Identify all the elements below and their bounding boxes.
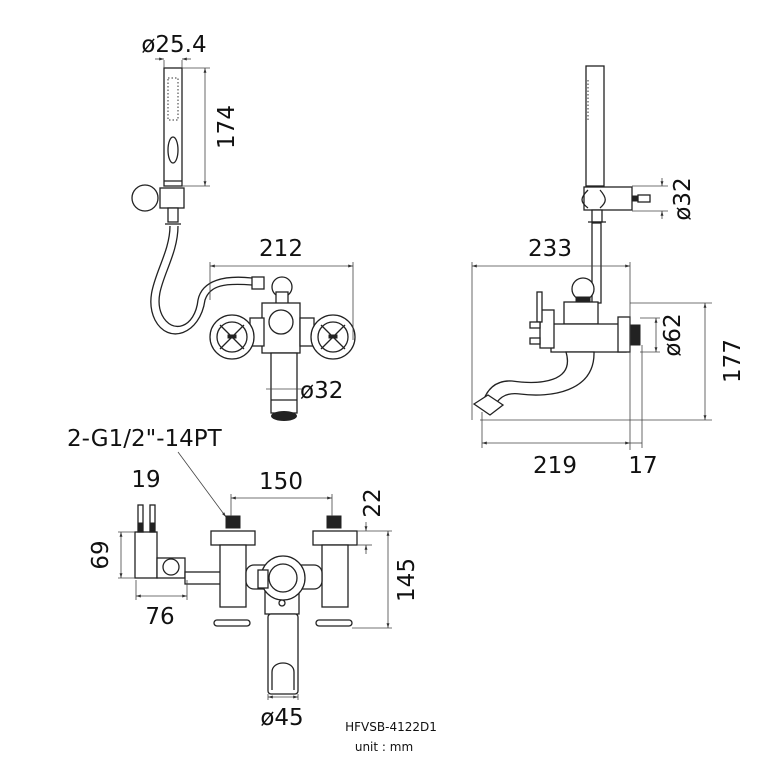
holder-bracket-bottom	[134, 504, 186, 579]
hand-shower-side	[585, 65, 605, 187]
dim-body-depth: 145	[394, 558, 420, 602]
hose-nut	[251, 276, 265, 290]
side-view: ø32 233 ø62 177 219 17	[471, 65, 746, 479]
thread-spec-label: 2-G1/2"-14PT	[67, 426, 223, 452]
unit-label: unit : mm	[355, 740, 413, 754]
holder-side	[583, 186, 633, 211]
dim-inlet-spacing: 150	[259, 469, 303, 495]
dim-flange-diameter: ø62	[660, 313, 686, 356]
dim-overall-depth: 233	[528, 236, 572, 262]
hot-handle	[209, 314, 255, 360]
dim-holder-pin-spacing: 19	[131, 467, 160, 493]
dim-holder-height: 69	[88, 540, 114, 569]
dim-holder-width: 76	[145, 604, 174, 630]
dim-flange-thickness: 17	[628, 453, 657, 479]
front-view: ø25.4 174 212 ø32	[131, 32, 356, 421]
dim-spout-diameter-front: ø32	[300, 378, 343, 404]
mixer-body-side	[550, 323, 627, 353]
bottom-view: 2-G1/2"-14PT	[67, 426, 420, 731]
shower-holder	[131, 184, 185, 225]
dim-overall-width: 212	[259, 236, 303, 262]
dim-hand-shower-diameter: ø25.4	[141, 32, 206, 58]
shower-hose	[150, 225, 253, 335]
dim-holder-diameter: ø32	[670, 177, 696, 220]
model-number: HFVSB-4122D1	[345, 720, 437, 734]
hand-shower	[163, 67, 183, 187]
wall-flange	[617, 316, 631, 353]
spout-bottom	[267, 613, 299, 695]
dim-spout-projection: 219	[533, 453, 577, 479]
dim-inlet-thread-length: 22	[360, 488, 386, 517]
diverter-knob	[268, 309, 294, 335]
dim-overall-height: 177	[720, 339, 746, 383]
dim-spout-diameter-bottom: ø45	[260, 705, 303, 731]
spout-front	[270, 352, 298, 421]
cold-handle	[310, 314, 356, 360]
dim-hand-shower-length: 174	[214, 105, 240, 149]
cold-inlet	[312, 515, 358, 627]
